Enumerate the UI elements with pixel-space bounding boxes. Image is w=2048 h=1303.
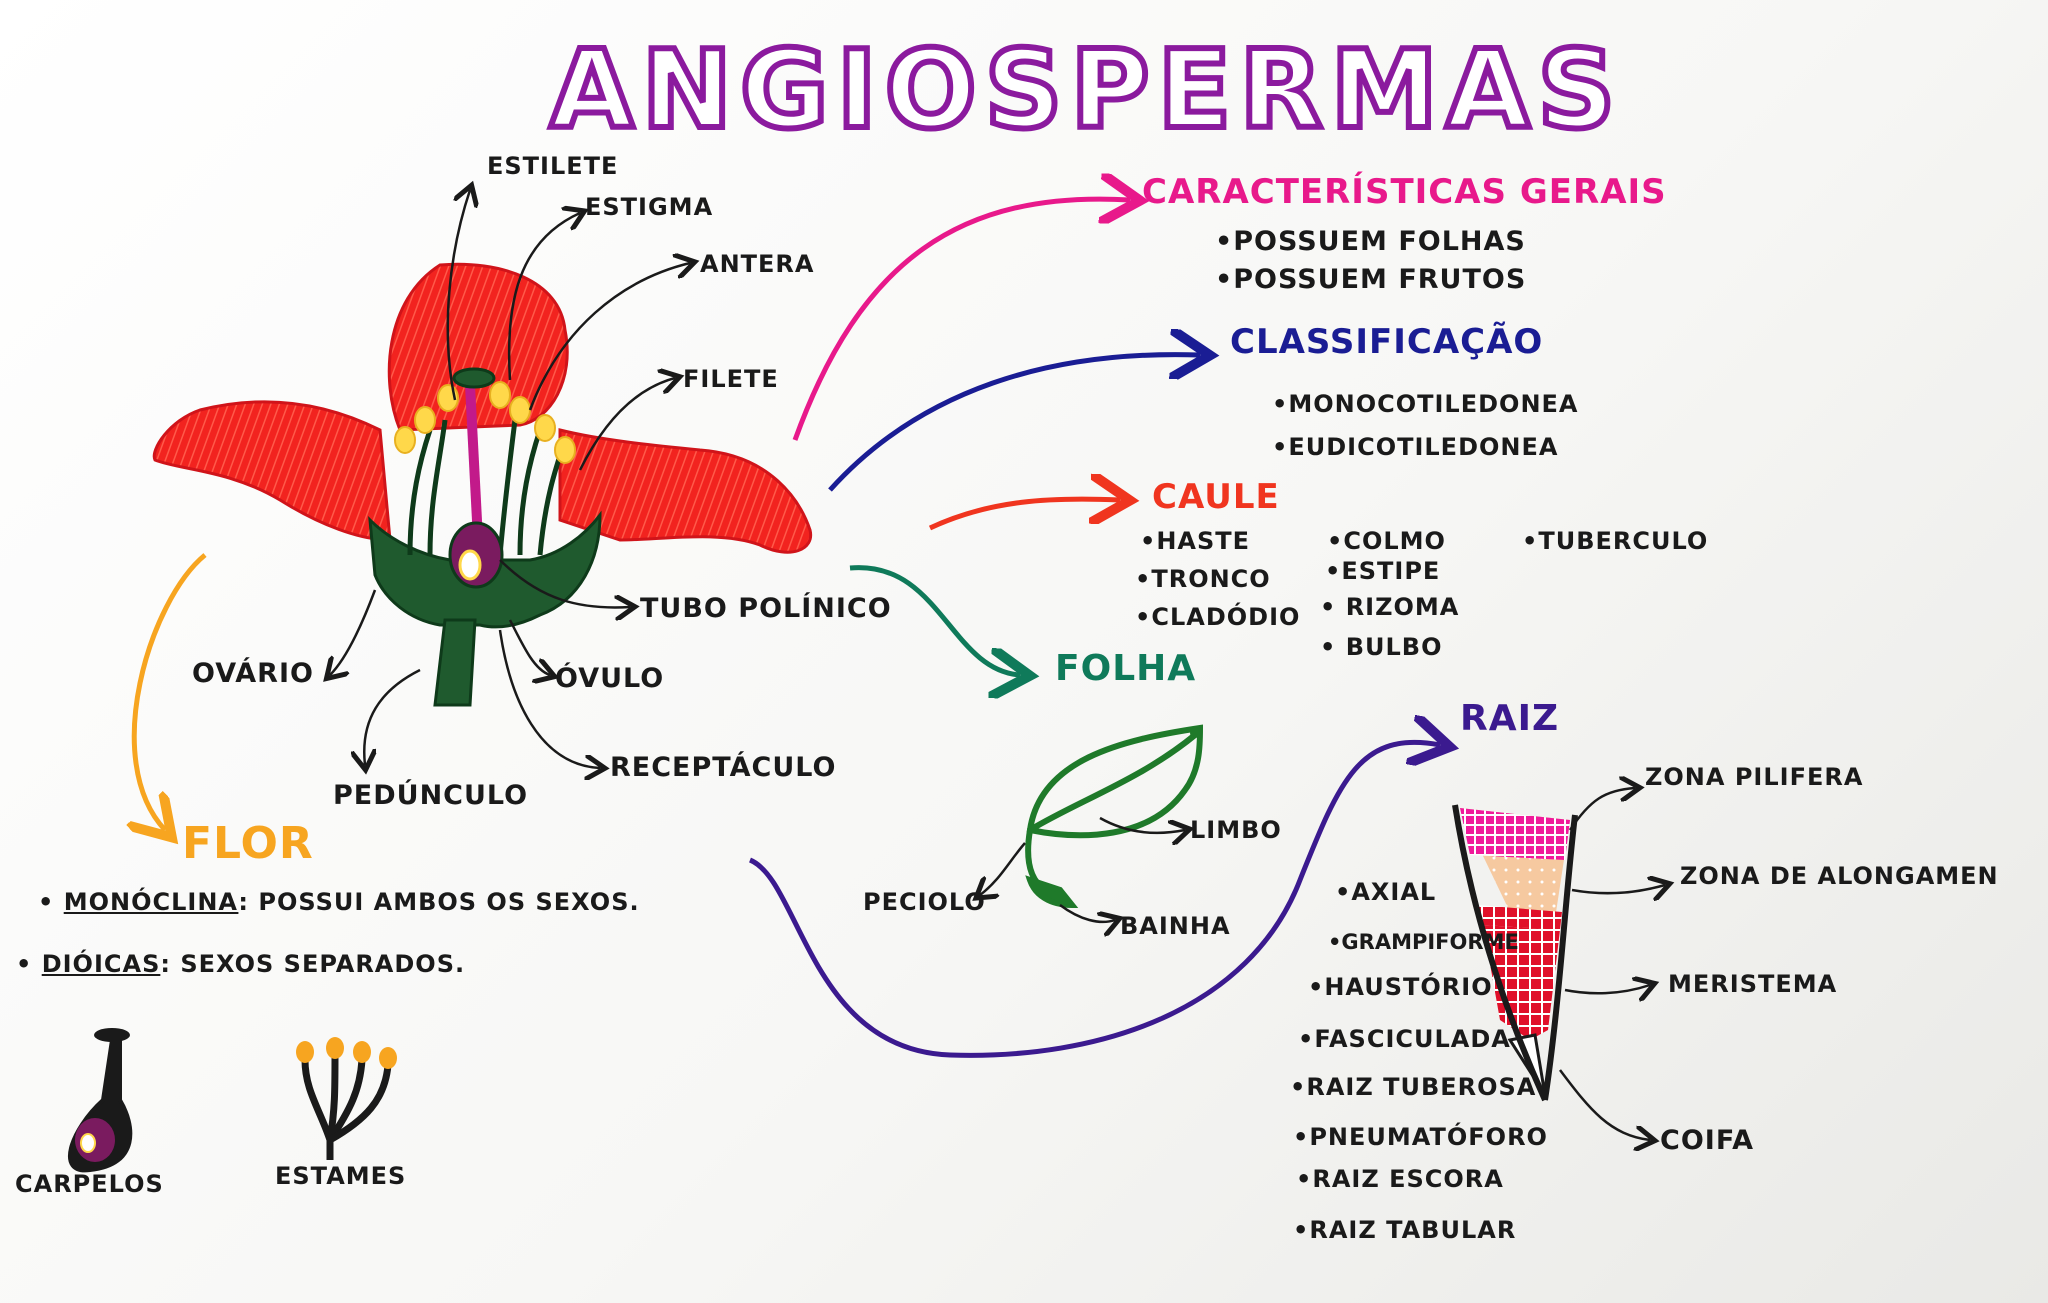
classificacao-item-1: •MONOCOTILEDONEA	[1272, 390, 1579, 418]
flor-dioicas-line: • DIÓICAS: SEXOS SEPARADOS.	[16, 950, 466, 978]
arrow-ovario	[330, 589, 377, 675]
arrow-zona-alongamento	[1571, 885, 1665, 893]
flor-monoclina-line: • MONÓCLINA: POSSUI AMBOS OS SEXOS.	[38, 888, 640, 916]
raiz-type-tabular: •RAIZ TABULAR	[1293, 1216, 1517, 1244]
label-carpelos: CARPELOS	[15, 1170, 164, 1198]
raiz-type-fasciculada: •FASCICULADA	[1298, 1025, 1511, 1053]
label-peciolo: PECIOLO	[863, 888, 986, 916]
arrow-estilete	[446, 190, 470, 401]
caracteristicas-item-1: •POSSUEM FOLHAS	[1215, 226, 1526, 257]
caracteristicas-item-2: •POSSUEM FRUTOS	[1215, 264, 1527, 295]
raiz-type-pneumatoforo: •PNEUMATÓFORO	[1293, 1123, 1548, 1151]
root-drawing	[1452, 804, 1578, 1102]
flor-dioicas-term: DIÓICAS	[41, 950, 161, 978]
caule-item-bulbo: • BULBO	[1320, 633, 1443, 661]
arrow-caracteristicas	[792, 199, 1130, 441]
label-limbo: LIMBO	[1190, 816, 1282, 844]
arrow-folha	[849, 565, 1020, 675]
carpelo-drawing	[67, 1028, 133, 1173]
heading-raiz: RAIZ	[1460, 698, 1560, 739]
heading-folha: FOLHA	[1055, 648, 1197, 689]
arrow-peciolo	[980, 842, 1026, 895]
flower-drawing	[152, 262, 813, 707]
label-coifa: COIFA	[1660, 1125, 1755, 1156]
arrow-ovulo	[508, 619, 550, 675]
arrow-flor	[134, 553, 207, 830]
caule-item-estipe: •ESTIPE	[1325, 557, 1441, 585]
label-bainha: BAINHA	[1120, 912, 1231, 940]
page-title: ANGIOSPERMAS	[547, 25, 1624, 156]
flor-monoclina-term: MONÓCLINA	[63, 888, 239, 916]
heading-classificacao: CLASSIFICAÇÃO	[1230, 322, 1544, 362]
label-ovario: OVÁRIO	[192, 658, 314, 689]
raiz-type-haustorio: •HAUSTÓRIO	[1308, 973, 1493, 1001]
label-ovulo: ÓVULO	[555, 663, 665, 694]
label-estames: ESTAMES	[275, 1162, 407, 1190]
heading-flor: FLOR	[182, 818, 314, 869]
label-tubo-polinico: TUBO POLÍNICO	[640, 593, 892, 624]
label-pedunculo: PEDÚNCULO	[333, 780, 529, 811]
flor-monoclina-desc: : POSSUI AMBOS OS SEXOS.	[238, 888, 640, 916]
arrow-classificacao	[828, 355, 1200, 492]
label-estigma: ESTIGMA	[585, 193, 714, 221]
label-antera: ANTERA	[700, 250, 815, 278]
label-receptaculo: RECEPTÁCULO	[610, 752, 837, 783]
estames-drawing	[301, 1054, 392, 1160]
heading-caule: CAULE	[1152, 477, 1280, 517]
caule-item-tuberculo: •TUBERCULO	[1522, 527, 1709, 555]
heading-caracteristicas: CARACTERÍSTICAS GERAIS	[1142, 172, 1667, 212]
arrow-coifa	[1559, 1069, 1650, 1140]
anther-dots	[296, 1037, 397, 1069]
raiz-type-grampiforme: •GRAMPIFORME	[1328, 930, 1519, 954]
arrow-zona-pilifera	[1568, 788, 1635, 831]
arrow-caule	[928, 499, 1120, 531]
caule-item-haste: •HASTE	[1140, 527, 1251, 555]
label-meristema: MERISTEMA	[1668, 970, 1838, 998]
label-zona-pilifera: ZONA PILIFERA	[1645, 763, 1864, 791]
caule-item-cladodio: •CLADÓDIO	[1135, 603, 1301, 631]
arrow-estigma	[507, 213, 580, 381]
label-filete: FILETE	[683, 365, 779, 393]
caule-item-colmo: •COLMO	[1327, 527, 1446, 555]
raiz-type-tuberosa: •RAIZ TUBEROSA	[1290, 1073, 1537, 1101]
arrow-antera	[528, 263, 690, 411]
arrow-bainha	[1059, 903, 1115, 922]
label-estilete: ESTILETE	[487, 152, 619, 180]
caule-item-tronco: •TRONCO	[1135, 565, 1271, 593]
leaf-drawing	[1025, 724, 1204, 909]
raiz-type-axial: •AXIAL	[1335, 878, 1437, 906]
arrow-filete	[578, 378, 675, 471]
arrow-pedunculo	[364, 668, 421, 765]
arrow-receptaculo	[498, 629, 600, 768]
label-zona-alongamento: ZONA DE ALONGAMEN	[1680, 862, 1999, 890]
arrow-limbo	[1099, 816, 1185, 833]
arrow-tubo-polinico	[499, 559, 630, 607]
caule-item-rizoma: • RIZOMA	[1320, 593, 1460, 621]
flor-dioicas-desc: : SEXOS SEPARADOS.	[160, 950, 466, 978]
raiz-type-escora: •RAIZ ESCORA	[1296, 1165, 1504, 1193]
arrow-raiz	[748, 742, 1440, 1058]
classificacao-item-2: •EUDICOTILEDONEA	[1272, 433, 1559, 461]
arrow-meristema	[1564, 985, 1650, 993]
